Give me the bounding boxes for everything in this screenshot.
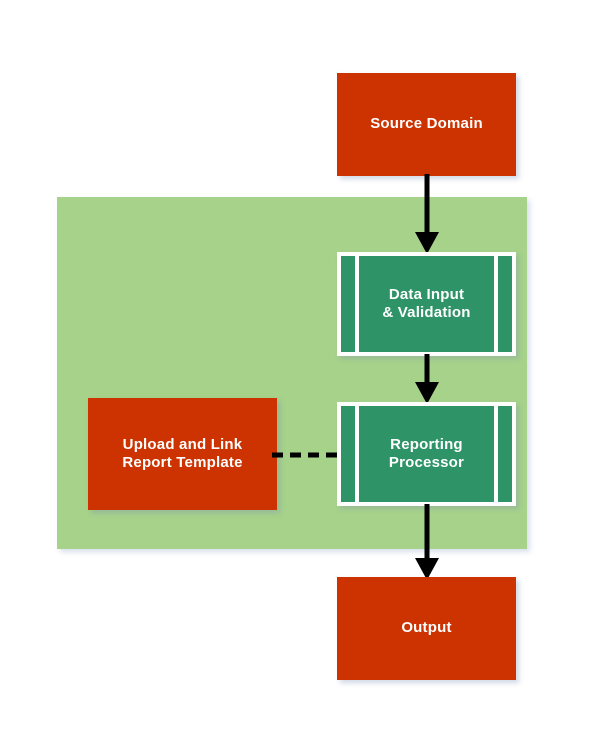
node-upload-line2: Report Template <box>122 454 243 471</box>
process-rule-left-icon <box>355 406 359 502</box>
node-output[interactable]: Output <box>337 577 516 680</box>
node-upload-and-link-report-template[interactable]: Upload and Link Report Template <box>88 398 277 510</box>
node-data-input-validation-line1: Data Input <box>388 285 465 303</box>
process-rule-left-icon <box>355 256 359 352</box>
node-upload-and-link-report-template-label: Upload and Link Report Template <box>122 436 242 473</box>
process-rule-right-icon <box>494 256 498 352</box>
node-data-input-validation-label: Data Input & Validation <box>376 286 476 323</box>
node-upload-line1: Upload and Link <box>122 435 243 453</box>
node-data-input-validation[interactable]: Data Input & Validation <box>337 252 516 356</box>
connector-source-to-data-input <box>406 174 448 256</box>
node-reporting-processor-line1: Reporting <box>390 435 463 453</box>
node-source-domain-label: Source Domain <box>370 115 483 133</box>
process-rule-right-icon <box>494 406 498 502</box>
connector-upload-to-reporting <box>272 446 344 464</box>
node-source-domain[interactable]: Source Domain <box>337 73 516 176</box>
node-reporting-processor-line2: Processor <box>388 454 465 471</box>
node-data-input-validation-line2: & Validation <box>382 304 471 321</box>
node-reporting-processor-label: Reporting Processor <box>383 436 470 473</box>
connector-reporting-to-output <box>406 504 448 582</box>
node-output-label: Output <box>401 619 452 637</box>
node-reporting-processor[interactable]: Reporting Processor <box>337 402 516 506</box>
connector-data-input-to-reporting <box>406 354 448 406</box>
